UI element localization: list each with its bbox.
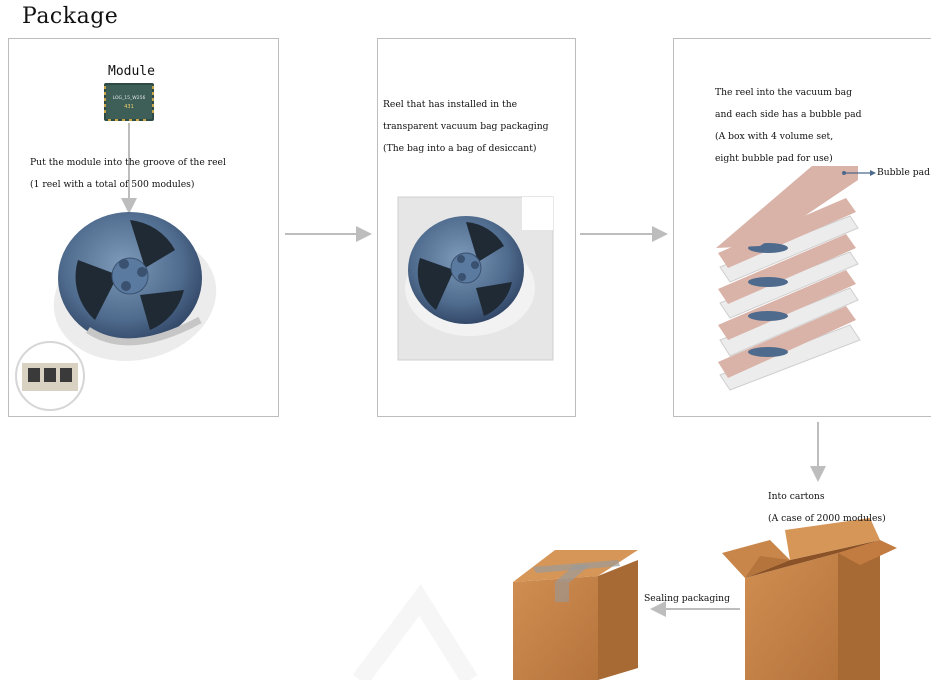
panel3-line4: eight bubble pad for use) (715, 148, 833, 170)
panel3-line1: The reel into the vacuum bag (715, 82, 852, 104)
cartons-line1: Into cartons (768, 486, 825, 508)
panel2-line1: Reel that has installed in the (383, 94, 517, 116)
bubble-pad-stack-icon (716, 166, 860, 390)
sealing-label: Sealing packaging (644, 588, 730, 610)
cartons-line2: (A case of 2000 modules) (768, 508, 886, 530)
vacuum-bag-icon (398, 197, 553, 360)
panel2-line2: transparent vacuum bag packaging (383, 116, 549, 138)
panel3-line2: and each side has a bubble pad (715, 104, 862, 126)
tape-magnifier-icon (16, 342, 84, 410)
panel1-line1: Put the module into the groove of the re… (30, 152, 226, 174)
chip-label: LOG_15_W256 (113, 95, 146, 101)
module-chip-icon: LOG_15_W256 431 (104, 83, 154, 121)
open-carton-icon (722, 518, 897, 680)
sealed-box-icon (513, 550, 638, 680)
svg-text:431: 431 (124, 104, 134, 110)
bubble-pad-label: Bubble pad (877, 162, 930, 184)
panel1-line2: (1 reel with a total of 500 modules) (30, 174, 194, 196)
panel2-line3: (The bag into a bag of desiccant) (383, 138, 537, 160)
module-label: Module (108, 64, 155, 79)
panel3-line3: (A box with 4 volume set, (715, 126, 833, 148)
